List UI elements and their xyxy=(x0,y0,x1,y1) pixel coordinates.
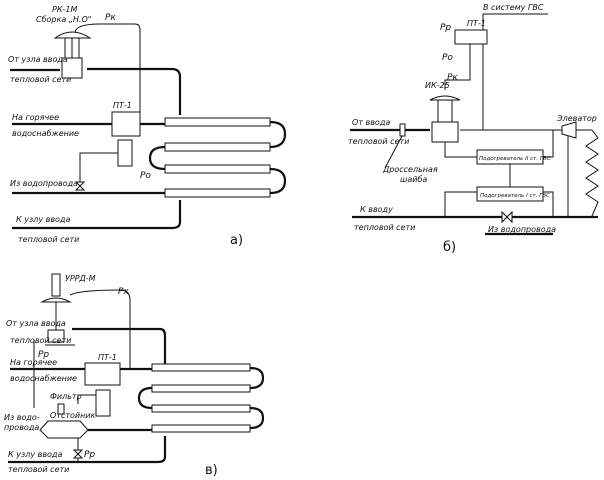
panel-b-label: б) xyxy=(443,240,456,255)
pt1-label: ПТ-1 xyxy=(113,101,132,110)
panel-a-label: а) xyxy=(230,233,243,248)
valve-label: ИК-25 xyxy=(425,81,450,90)
regulator-label: РК-1М xyxy=(52,5,77,14)
pt1-sensor-icon xyxy=(117,139,133,167)
drain-valve-icon xyxy=(72,449,84,459)
radiator-icon xyxy=(585,129,599,217)
pk-label: Pк xyxy=(105,13,116,23)
impulse-line-po xyxy=(77,394,96,404)
pr-label: Pр xyxy=(38,350,49,360)
settler-icon xyxy=(39,420,89,439)
hot-water-label-2: водоснабжение xyxy=(10,374,77,383)
outlet-label-1: К узлу ввода xyxy=(16,215,70,224)
water-valve-icon xyxy=(74,181,86,191)
orifice-label-2: шайба xyxy=(400,175,427,184)
filter-icon xyxy=(57,403,65,415)
pt1-regulator-icon xyxy=(111,111,141,137)
water-label: Из водопровода xyxy=(488,225,556,234)
panel-b: В систему ГВС Pр ПТ-1 Pо Pк ИК-25 От вво… xyxy=(348,3,599,255)
pr-label: Pр xyxy=(440,23,451,33)
panel-c: УРРД-М Pх От узла ввода тепловой сети Pр… xyxy=(4,273,265,478)
urrd-m-valve-icon xyxy=(40,273,75,346)
panel-a: РК-1М Сборка „Н.О" Pк От узла ввода тепл… xyxy=(8,5,287,248)
inlet-label-2: тепловой сети xyxy=(10,336,71,345)
orifice-label-1: Дроссельная xyxy=(382,165,438,174)
inlet-label-2: тепловой сети xyxy=(348,137,409,146)
dhw-label: В систему ГВС xyxy=(483,3,544,12)
impulse-line-pk xyxy=(74,23,141,115)
water-label-1: Из водо- xyxy=(4,413,40,422)
outlet-label-2: тепловой сети xyxy=(354,223,415,232)
hot-water-label-1: На горячее xyxy=(12,113,59,122)
heat-exchanger-icon xyxy=(148,117,287,198)
impulse-line-px xyxy=(69,289,131,370)
ik-25-valve-icon xyxy=(429,95,461,143)
rk-1m-valve-icon xyxy=(53,31,92,79)
inlet-label-1: От ввода xyxy=(352,118,390,127)
outlet-label-2: тепловой сети xyxy=(8,465,69,474)
pr2-label: Pр xyxy=(84,450,95,460)
pt1-label: ПТ-1 xyxy=(467,19,486,28)
elevator-icon xyxy=(561,121,577,139)
heater-1-loop xyxy=(444,136,569,216)
filter-label: Фильтр xyxy=(50,392,82,401)
dhw-pipe xyxy=(482,13,548,130)
inlet-label-1: От узла ввода xyxy=(8,55,68,64)
impulse-line-pk xyxy=(444,44,471,90)
outlet-label-1: К вводу xyxy=(360,205,393,214)
po-label: Pо xyxy=(140,171,151,181)
pt1-label: ПТ-1 xyxy=(98,353,117,362)
regulator-label: УРРД-М xyxy=(65,274,96,283)
heat-exchanger-icon xyxy=(137,363,265,433)
elevator-label: Элеватор xyxy=(556,114,597,123)
inlet-label-1: От узла ввода xyxy=(6,319,66,328)
impulse-line-po xyxy=(79,152,118,183)
orifice-icon xyxy=(399,123,406,137)
outlet-label-2: тепловой сети xyxy=(18,235,79,244)
assembly-label: Сборка „Н.О" xyxy=(36,15,91,24)
heater-1-box xyxy=(476,186,544,202)
px-label: Pх xyxy=(118,287,129,297)
settler-label: Отстойник xyxy=(50,411,96,420)
heater-2-loop xyxy=(444,130,554,158)
pt1-regulator-icon xyxy=(84,362,121,386)
supply-pipe xyxy=(72,327,167,364)
return-pipe xyxy=(12,200,182,230)
orifice-leader xyxy=(384,135,403,169)
inlet-label-2: тепловой сети xyxy=(10,75,71,84)
pk-label: Pк xyxy=(447,73,458,83)
return-pipe xyxy=(8,436,167,464)
water-label-2: провода xyxy=(4,423,39,432)
po-label: Pо xyxy=(442,53,453,63)
water-valve-icon xyxy=(501,210,513,224)
pt1-regulator-icon xyxy=(454,29,488,45)
heater-1-label: Подогреватель I ст. ГВС xyxy=(480,193,550,199)
hot-water-label-2: водоснабжение xyxy=(12,129,79,138)
pt1-sensor-icon xyxy=(95,389,111,417)
heater-2-label: Подогреватель II ст. ГВС xyxy=(479,156,551,162)
outlet-label-1: К узлу ввода xyxy=(8,450,62,459)
supply-pipe xyxy=(87,67,182,115)
panel-c-label: в) xyxy=(205,463,218,478)
hot-water-label-1: На горячее xyxy=(10,358,57,367)
water-label: Из водопровода xyxy=(10,179,78,188)
